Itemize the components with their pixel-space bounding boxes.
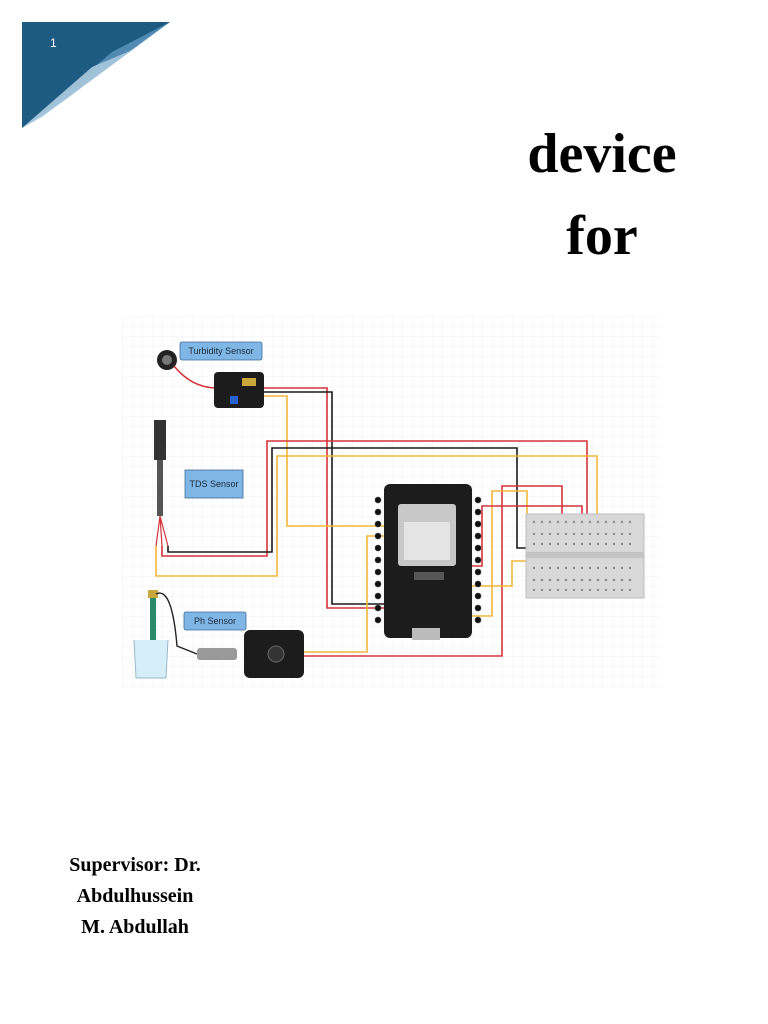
supervisor-line-3: M. Abdullah [81, 916, 189, 938]
turbidity-label-box [179, 341, 263, 361]
turbidity-label: Turbidity Sensor [188, 346, 253, 356]
corner-decoration [22, 22, 170, 128]
breadboard-icon [525, 513, 645, 599]
supervisor-line-1: Supervisor: Dr. [69, 854, 201, 876]
turbidity-probe-icon [157, 350, 218, 389]
page-number: 1 [50, 36, 57, 50]
circuit-diagram: Turbidity Sensor TDS Sensor Ph Sensor [122, 316, 660, 688]
title-line-1: device [527, 123, 677, 185]
tds-probe-icon [154, 420, 169, 547]
ph-label-box [183, 611, 247, 631]
ph-board-icon [244, 630, 304, 678]
wires [155, 387, 598, 657]
turbidity-board-icon [214, 372, 264, 408]
ph-label: Ph Sensor [194, 616, 236, 626]
ph-probe-icon [133, 590, 237, 679]
supervisor-line-2: Abdulhussein [76, 885, 194, 907]
tds-label: TDS Sensor [189, 479, 238, 489]
tds-label-box [184, 469, 244, 499]
esp32-board-icon [374, 484, 482, 640]
title-line-2: for [566, 205, 638, 267]
supervisor-block: Supervisor: Dr. Abdulhussein M. Abdullah [40, 850, 230, 943]
